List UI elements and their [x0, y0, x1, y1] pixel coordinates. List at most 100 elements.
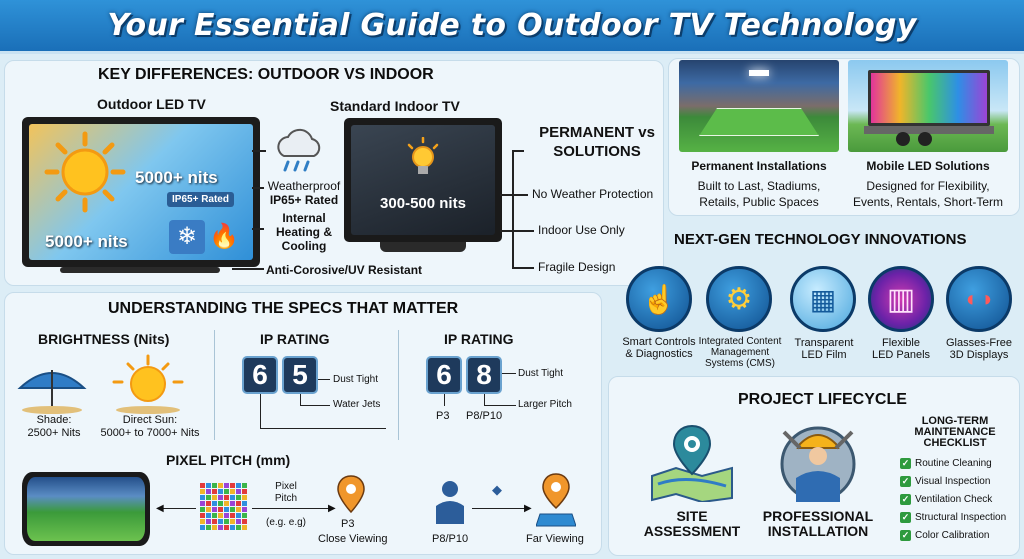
far-viewing-label: Far Viewing — [526, 533, 584, 545]
location-pin-icon — [337, 475, 365, 514]
connector — [260, 394, 261, 428]
sun-icon — [44, 131, 126, 213]
site-map-pin-icon — [651, 424, 733, 502]
connector — [252, 228, 264, 230]
connector — [512, 150, 514, 268]
arrow-head-right-icon: ▶ — [328, 503, 336, 514]
checklist-item: ✓Structural Inspection — [900, 512, 1007, 523]
solutions-label: SOLUTIONS — [553, 143, 641, 160]
arrow-head-right-icon: ▶ — [524, 503, 532, 514]
differences-title: KEY DIFFERENCES: OUTDOOR VS INDOOR — [98, 66, 434, 83]
feature-ip65: IP65+ Rated — [269, 193, 339, 207]
map-pin-icon — [536, 473, 576, 527]
connector — [252, 187, 264, 189]
p3-label: P3 — [341, 518, 355, 530]
connector — [484, 405, 516, 406]
page-title: Your Essential Guide to Outdoor TV Techn… — [107, 8, 917, 43]
outdoor-title: Outdoor LED TV — [97, 96, 206, 112]
outdoor-tv: 5000+ nits IP65+ Rated 5000+ nits ❄ 🔥 — [22, 117, 260, 267]
brightness-title: BRIGHTNESS (Nits) — [38, 331, 170, 347]
rain-cloud-icon — [277, 128, 321, 172]
pixel-pitch-label-1: Pixel — [275, 481, 297, 492]
sun-bright-icon — [112, 354, 184, 414]
indoor-title: Standard Indoor TV — [330, 98, 460, 114]
mobile-desc-1: Designed for Flexibility, — [866, 179, 990, 193]
viewer-person-icon — [436, 481, 464, 524]
install-label-1: PROFESSIONAL — [762, 508, 874, 524]
close-viewing-label: Close Viewing — [318, 533, 388, 545]
site-label-1: SITE — [676, 508, 708, 524]
checkbox-icon: ✓ — [900, 494, 911, 505]
connector — [500, 194, 528, 196]
touch-icon: ☝ — [626, 266, 692, 332]
outdoor-nits-bottom: 5000+ nits — [45, 232, 128, 251]
divider — [398, 330, 399, 440]
connector — [512, 150, 524, 152]
ip2-pitch-label: Larger Pitch — [518, 399, 572, 410]
ip1-water-label: Water Jets — [333, 399, 381, 410]
lifecycle-title: PROJECT LIFECYCLE — [738, 391, 907, 408]
ip-badge: IP65+ Rated — [167, 192, 234, 207]
ip-digit: 6 — [426, 356, 462, 394]
curved-tv-image — [22, 472, 150, 546]
sun-value: 5000+ to 7000+ Nits — [100, 427, 200, 439]
permanent-desc-2: Retails, Public Spaces — [699, 195, 819, 209]
connector — [484, 394, 485, 406]
innovations-title: NEXT-GEN TECHNOLOGY INNOVATIONS — [674, 231, 967, 248]
permanent-vs-label: PERMANENT vs — [539, 124, 655, 141]
feature-no-weather: No Weather Protection — [532, 187, 654, 201]
connector — [300, 405, 330, 406]
connector — [444, 394, 445, 406]
shade-label: Shade: — [36, 414, 72, 426]
p8-label: P8/P10 — [432, 533, 469, 545]
ip1-dust-label: Dust Tight — [333, 374, 379, 385]
pixel-grid-icon — [200, 483, 247, 530]
arrow-left — [160, 508, 196, 509]
install-label-2: INSTALLATION — [767, 523, 869, 539]
connector — [232, 268, 264, 270]
checklist-item: ✓Ventilation Check — [900, 494, 993, 505]
connector — [252, 150, 266, 152]
indoor-tv-stand — [380, 242, 466, 252]
divider — [214, 330, 215, 440]
pixel-pitch-label-2: Pitch — [274, 493, 298, 504]
glass-building-icon: ▦ — [790, 266, 856, 332]
arrow-head-left-icon: ◀ — [156, 503, 164, 514]
arrow-right — [472, 508, 528, 509]
outdoor-tv-stand — [60, 267, 220, 273]
checkbox-icon: ✓ — [900, 512, 911, 523]
feature-cooling: Cooling — [281, 239, 327, 253]
feature-heating: Heating & — [275, 225, 332, 239]
connector — [300, 394, 301, 406]
installer-worker-icon — [780, 426, 856, 502]
indoor-tv: 300-500 nits — [344, 118, 502, 242]
connector — [318, 379, 330, 380]
specs-title: UNDERSTANDING THE SPECS THAT MATTER — [108, 300, 459, 317]
checkbox-icon: ✓ — [900, 476, 911, 487]
checkbox-icon: ✓ — [900, 458, 911, 469]
umbrella-icon — [17, 370, 87, 414]
feature-indoor-only: Indoor Use Only — [538, 223, 625, 237]
checklist-title: LONG-TERM MAINTENANCE CHECKLIST — [914, 415, 996, 449]
ip2-sub-p8: P8/P10 — [466, 410, 503, 422]
curved-panel-icon: ▥ — [868, 266, 934, 332]
sun-label: Direct Sun: — [122, 414, 178, 426]
feature-weatherproof: Weatherproof — [267, 179, 341, 193]
ip2-dust-label: Dust Tight — [518, 368, 564, 379]
ip-digit: 6 — [242, 356, 278, 394]
checkbox-icon: ✓ — [900, 530, 911, 541]
feature-fragile: Fragile Design — [538, 260, 616, 274]
feature-anticorrosive: Anti-Corosive/UV Resistant — [266, 263, 423, 277]
pixel-pitch-title: PIXEL PITCH (mm) — [166, 452, 291, 468]
eye-icon: ◆ — [492, 482, 502, 497]
ip-rating-title-2: IP RATING — [444, 331, 514, 347]
connector — [260, 428, 386, 429]
connector — [500, 230, 534, 232]
header-banner: Your Essential Guide to Outdoor TV Techn… — [0, 0, 1024, 54]
outdoor-nits-top: 5000+ nits — [135, 168, 218, 187]
checklist-item: ✓Color Calibration — [900, 530, 990, 541]
mobile-led-trailer-image — [848, 60, 1008, 152]
